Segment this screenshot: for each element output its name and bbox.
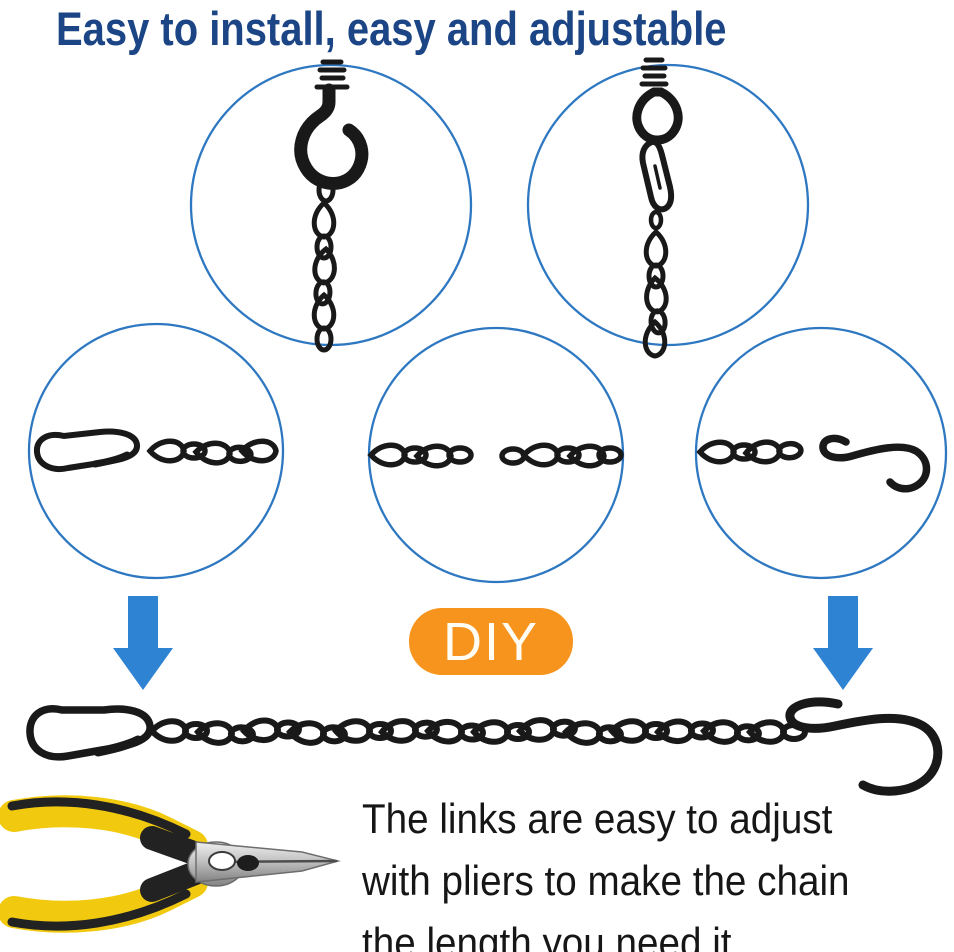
down-arrows	[113, 596, 873, 690]
description-line-3: the length you need it	[362, 919, 732, 952]
diy-badge: DIY	[409, 608, 573, 675]
description-line-1: The links are easy to adjust	[362, 795, 833, 842]
full-chain-figure	[26, 697, 943, 796]
description-line-2: with pliers to make the chain	[362, 857, 850, 904]
circle-snap-clip	[27, 322, 285, 580]
down-arrow-left-icon	[113, 596, 173, 690]
ceiling-hook-figure	[294, 59, 369, 350]
circle-s-hook	[694, 326, 948, 580]
down-arrow-right-icon	[813, 596, 873, 690]
screw-thread-icon	[314, 59, 350, 90]
pliers-figure	[0, 795, 341, 933]
eye-loop-icon	[632, 87, 683, 145]
description: The links are easy to adjust with pliers…	[362, 788, 892, 952]
cup-hook-icon	[294, 83, 369, 190]
circle-eye-screw	[526, 63, 810, 347]
pliers-pivot	[237, 855, 259, 871]
snap-clip-chain-figure	[33, 428, 276, 472]
s-hook-icon	[819, 434, 931, 493]
s-hook-chain-figure	[700, 434, 931, 493]
snap-clip-icon	[33, 428, 140, 472]
snap-clip-icon	[639, 138, 675, 213]
eye-screw-clip-figure	[632, 57, 683, 356]
s-hook-icon	[785, 697, 943, 796]
callout-circles	[27, 63, 948, 584]
separated-links-figure	[371, 445, 621, 466]
snap-clip-icon	[26, 705, 154, 761]
headline: Easy to install, easy and adjustable	[56, 2, 727, 55]
diy-badge-label: DIY	[442, 611, 540, 672]
screw-thread-icon	[639, 57, 669, 87]
